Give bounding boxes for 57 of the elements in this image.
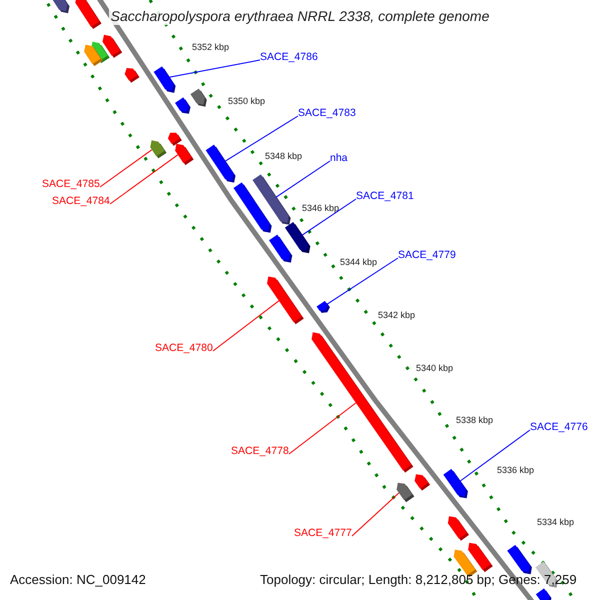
scale-label: 5334 kbp xyxy=(537,516,574,528)
scale-label: 5338 kbp xyxy=(456,414,494,426)
gene-block xyxy=(443,468,468,498)
gene-block xyxy=(448,516,469,541)
gene-block xyxy=(396,482,414,502)
leader-line xyxy=(212,300,280,352)
gene-label: SACE_4780 xyxy=(155,342,213,354)
gene-block xyxy=(536,588,552,600)
title: Saccharopolyspora erythraea NRRL 2338, complete genome xyxy=(108,7,492,25)
gene-block xyxy=(269,234,292,263)
scale-label: 5346 kbp xyxy=(302,202,340,214)
gene-label: SACE_4777 xyxy=(294,527,352,539)
gene-block xyxy=(124,68,140,83)
accession-text: Accession: NC_009142 xyxy=(10,574,146,586)
leader-line xyxy=(100,149,152,188)
gene-block xyxy=(206,144,236,183)
leader-line xyxy=(276,160,330,198)
scale-label: 5350 kbp xyxy=(228,95,266,107)
leader-line xyxy=(288,402,356,454)
gene-block xyxy=(414,474,430,491)
gene-block xyxy=(154,66,176,93)
gene-label: SACE_4776 xyxy=(530,421,588,433)
gene-label: SACE_4783 xyxy=(298,107,356,119)
scale-label: 5340 kbp xyxy=(416,362,454,374)
gene-block xyxy=(190,88,207,107)
scale-label: 5348 kbp xyxy=(265,150,302,162)
gene-label: SACE_4784 xyxy=(52,195,110,207)
gene-block xyxy=(75,0,102,29)
gene-block xyxy=(168,132,182,146)
gene-block xyxy=(267,276,304,324)
leader-line xyxy=(168,60,260,78)
gene-block xyxy=(175,144,194,166)
gene-label: SACE_4779 xyxy=(398,249,456,261)
leader-line xyxy=(352,492,400,536)
gene-label: SACE_4785 xyxy=(42,178,100,190)
gene-block xyxy=(150,140,167,158)
leader-line xyxy=(110,154,178,204)
scale-label: 5352 kbp xyxy=(192,41,230,53)
scale-label: 5342 kbp xyxy=(378,309,416,321)
gene-label: SACE_4786 xyxy=(260,51,318,63)
gene-block xyxy=(234,182,272,233)
gene-block xyxy=(316,300,330,313)
gene-block xyxy=(175,97,190,114)
gene-label: nha xyxy=(330,152,348,164)
leader-line xyxy=(460,430,530,482)
leader-line xyxy=(224,116,298,162)
gene-block xyxy=(507,544,532,574)
gene-block xyxy=(84,44,103,66)
leader-line xyxy=(326,258,398,305)
genome-info-text: Topology: circular; Length: 8,212,805 bp; Genes: 7,259 xyxy=(260,574,577,586)
scale-label: 5336 kbp xyxy=(497,464,534,476)
gene-block xyxy=(284,222,310,254)
leader-line xyxy=(302,198,356,236)
scale-label: 5344 kbp xyxy=(340,256,378,268)
gene-label: SACE_4778 xyxy=(231,445,289,457)
gene-label: SACE_4781 xyxy=(356,190,414,202)
gene-block xyxy=(312,332,414,473)
